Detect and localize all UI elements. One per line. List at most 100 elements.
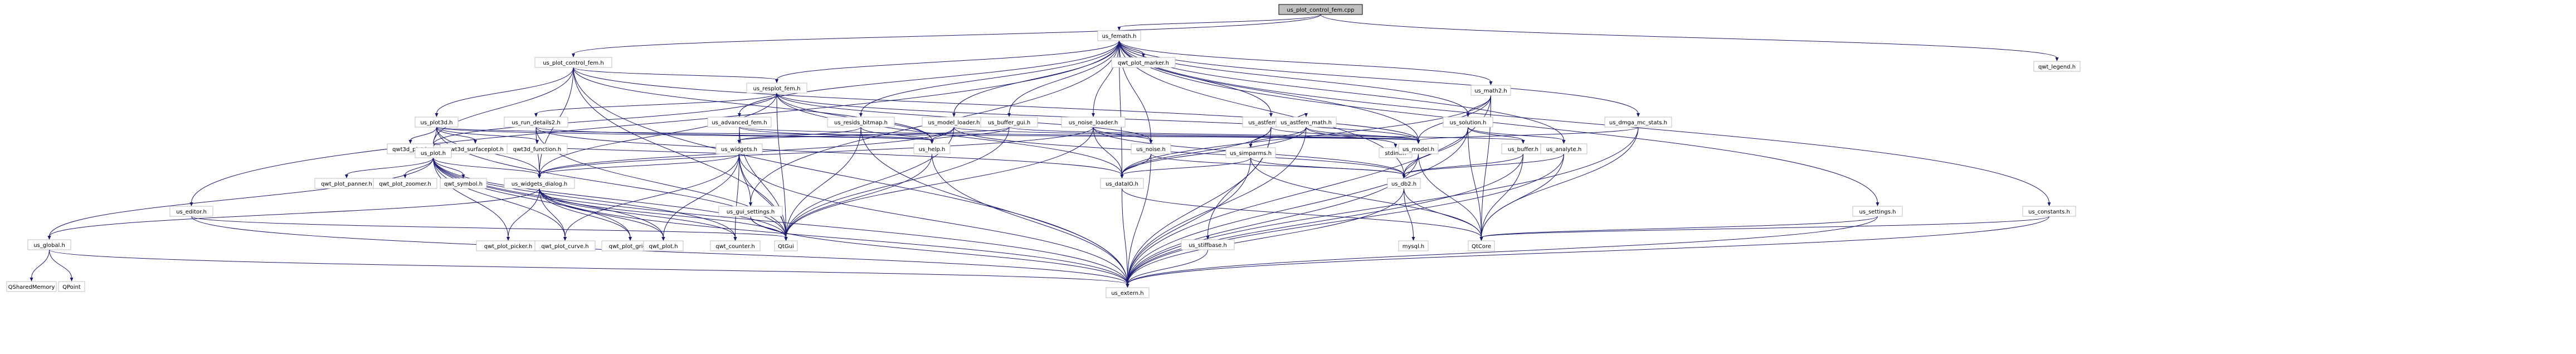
edge-buffer-to-extern [1127,153,1523,285]
node-qshared[interactable]: QSharedMemory [6,281,57,292]
edge-analyte-to-qtcore [1481,153,1564,238]
edge-astfemrsa-to-stiffbase [1207,127,1272,237]
node-qtcore[interactable]: QtCore [1468,240,1495,251]
node-box [710,240,761,251]
edge-plot-to-qwtplotzoomer [405,157,434,176]
node-qwtplotpicker[interactable]: qwt_plot_picker.h [476,240,540,251]
node-label: mysql.h [1403,244,1425,250]
node-mysql[interactable]: mysql.h [1398,240,1429,251]
node-buffer[interactable]: us_buffer.h [1501,143,1545,154]
edge-global-to-qshared [31,249,50,279]
node-editor[interactable]: us_editor.h [169,206,213,217]
edge-arrowhead [408,140,412,144]
edge-noiseloader-to-qtgui [786,127,1094,238]
node-noise[interactable]: us_noise.h [1131,143,1171,154]
edge-modelloader-to-model [953,127,1419,141]
edge-noiseloader-to-dataio [1093,127,1122,176]
node-stiffbase[interactable]: us_stiffbase.h [1181,239,1235,250]
edge-plot3d-to-qwt3dplot [410,127,437,141]
edge-plot-to-extern [433,157,1128,285]
node-widgets[interactable]: us_widgets.h [715,143,763,154]
node-box [27,239,71,250]
edge-global-to-extern [49,249,1128,285]
edge-arrowhead [733,237,737,241]
node-modelloader[interactable]: us_model_loader.h [922,117,986,128]
node-box [1398,240,1429,251]
edge-femath-to-settings [1119,40,1878,203]
node-box [1443,117,1493,128]
node-dataio[interactable]: us_dataIO.h [1100,178,1144,189]
node-buffergui[interactable]: us_buffer_gui.h [980,117,1038,128]
node-qtgui[interactable]: QtGui [774,240,798,251]
node-label: qwt_plot_curve.h [541,244,588,250]
node-cpp[interactable]: us_plot_control_fem.cpp [1278,4,1363,15]
node-qpoint[interactable]: QPoint [58,281,85,292]
edge-arrowhead [1637,113,1640,117]
node-resplotfem[interactable]: us_resplot_fem.h [746,83,807,94]
node-solution[interactable]: us_solution.h [1443,117,1493,128]
node-label: us_noise_loader.h [1069,120,1118,126]
node-label: us_noise.h [1136,147,1166,153]
node-femath[interactable]: us_femath.h [1097,30,1141,41]
edge-noise-to-extern [1127,153,1151,285]
node-qwtplotpanner[interactable]: qwt_plot_panner.h [314,178,379,189]
node-widgetsdialog[interactable]: us_widgets_dialog.h [504,178,575,189]
node-qwtsymbol[interactable]: qwt_symbol.h [440,178,487,189]
node-qwtplotcurve[interactable]: qwt_plot_curve.h [534,240,596,251]
node-qwtplot[interactable]: qwt_plot.h [643,240,684,251]
node-db2[interactable]: us_db2.h [1387,178,1421,189]
node-extern[interactable]: us_extern.h [1106,287,1150,298]
node-box [718,206,783,217]
edge-astfemmath-to-model [1306,127,1419,141]
node-qwtcounter[interactable]: qwt_counter.h [710,240,761,251]
edge-arrowhead [1269,113,1273,117]
edge-solution-to-analyte [1468,127,1564,141]
node-label: QtGui [778,244,794,250]
edge-buffer-to-db2 [1404,153,1523,176]
edge-constants-to-extern [1127,216,2049,285]
node-plot[interactable]: us_plot.h [415,147,452,158]
node-noiseloader[interactable]: us_noise_loader.h [1061,117,1126,128]
node-label: us_plot_control_fem.cpp [1287,7,1354,13]
node-label: us_buffer.h [1508,147,1538,153]
node-box [1111,57,1176,68]
node-analyte[interactable]: us_analyte.h [1540,143,1588,154]
edge-solution-to-qtcore [1468,127,1482,238]
node-rundetails2[interactable]: us_run_details2.h [504,117,568,128]
edge-femath-to-solution [1119,40,1468,114]
edge-femath-to-advancedfem [739,40,1119,114]
node-constants[interactable]: us_constants.h [2022,206,2076,217]
node-label: us_simparms.h [1230,151,1272,157]
node-qwt3dfunction[interactable]: qwt3d_function.h [507,143,568,154]
edge-resplotfem-to-rundetails2 [535,93,777,114]
node-label: us_astfem_rsa.h [1248,120,1293,126]
node-plot3d[interactable]: us_plot3d.h [415,117,459,128]
node-global[interactable]: us_global.h [27,239,71,250]
edge-resplotfem-to-widgetsdialog [539,93,777,176]
edge-cpp-to-femath [1119,14,1321,28]
node-label: stdint.h [1385,151,1406,157]
node-label: us_help.h [919,147,946,153]
node-qwtplotmarker[interactable]: qwt_plot_marker.h [1111,57,1176,68]
edge-femath-to-editor [191,40,1119,203]
node-model[interactable]: us_model.h [1398,143,1439,154]
node-astfemmath[interactable]: us_astfem_math.h [1275,117,1337,128]
node-box [534,57,612,68]
node-guisettings[interactable]: us_gui_settings.h [718,206,783,217]
edge-dmgamcstats-to-model [1418,127,1639,141]
edge-arrowhead [1489,81,1493,85]
node-dmgamcstats[interactable]: us_dmga_mc_stats.h [1604,117,1672,128]
node-simparms[interactable]: us_simparms.h [1225,147,1276,158]
node-pcf[interactable]: us_plot_control_fem.h [534,57,612,68]
edge-arrowhead [538,174,541,178]
node-advancedfem[interactable]: us_advanced_fem.h [707,117,772,128]
node-qwtplotzoomer[interactable]: qwt_plot_zoomer.h [373,178,437,189]
node-settings[interactable]: us_settings.h [1852,206,1903,217]
node-qwtlegend[interactable]: qwt_legend.h [2033,61,2081,72]
edge-plot-to-qwtplotpanner [346,157,434,176]
edge-arrowhead [1416,140,1420,144]
node-help[interactable]: us_help.h [913,143,951,154]
edge-simparms-to-extern [1127,157,1251,285]
node-math2[interactable]: us_math2.h [1470,85,1511,96]
node-resids[interactable]: us_resids_bitmap.h [827,117,895,128]
